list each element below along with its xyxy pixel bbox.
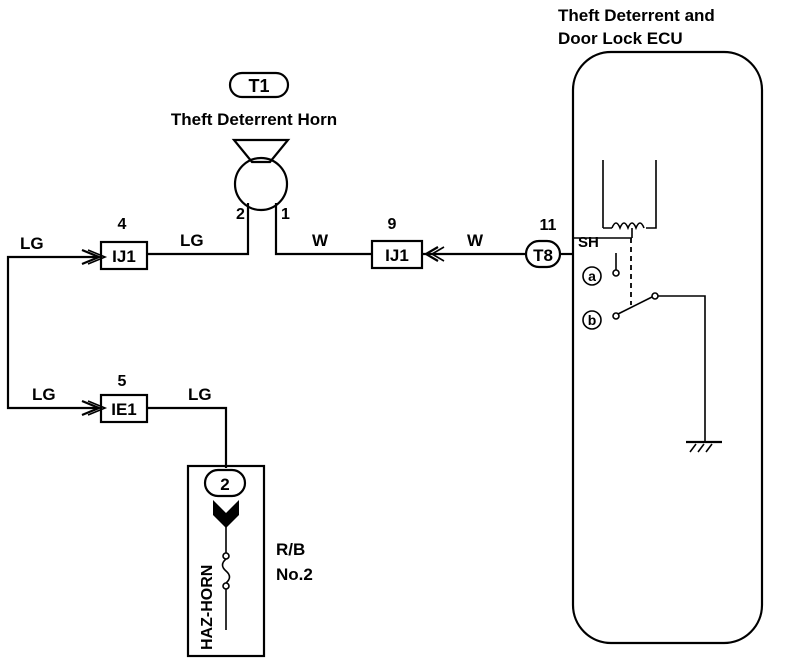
- relay-connector-pin: 2: [220, 475, 229, 494]
- wire-label-w-right: W: [467, 231, 484, 250]
- relay-connector-badge: [203, 468, 247, 498]
- wire-label-lg-mid-bottom: LG: [188, 385, 212, 404]
- ground-icon: [686, 440, 722, 453]
- arrow-icon-ie1: [81, 399, 108, 417]
- t8-code: T8: [533, 246, 553, 265]
- fuse-name: HAZ-HORN: [199, 565, 216, 650]
- relay-block: 2 HAZ-HORN R/B No.2: [186, 464, 313, 658]
- ij1-left-pin: 4: [118, 216, 127, 233]
- wire-label-lg-left-bottom: LG: [32, 385, 56, 404]
- ij1-left-code: IJ1: [112, 247, 136, 266]
- ij1-right-code: IJ1: [385, 246, 409, 265]
- ecu-connector-t8: 11 T8 SH: [524, 217, 599, 269]
- relay-block-label-2: No.2: [276, 565, 313, 584]
- switch-arm: [617, 296, 653, 315]
- wires: [6, 203, 574, 468]
- horn-component: T1 Theft Deterrent Horn 2 1: [171, 71, 337, 223]
- ie1-code: IE1: [111, 400, 137, 419]
- horn-label: Theft Deterrent Horn: [171, 110, 337, 129]
- terminal-icon: [213, 500, 239, 528]
- horn-connector-code: T1: [248, 76, 269, 96]
- junction-ij1-left: 4 IJ1: [99, 216, 149, 271]
- ie1-pin: 5: [118, 373, 127, 390]
- wire-label-w-left: W: [312, 231, 329, 250]
- ecu-title-line1: Theft Deterrent and: [558, 6, 715, 25]
- arrow-icon-ij1-right: [423, 246, 445, 262]
- ecu-block: Theft Deterrent and Door Lock ECU a b: [558, 6, 764, 645]
- relay-coil: [602, 160, 657, 229]
- fuse-icon: [221, 526, 231, 630]
- horn-pin-1: 1: [281, 206, 290, 223]
- relay-block-label-1: R/B: [276, 540, 305, 559]
- horn-icon: [231, 138, 291, 212]
- t8-terminal: SH: [578, 234, 599, 251]
- horn-connector-badge: [228, 71, 290, 99]
- junction-ij1-right: 9 IJ1: [370, 216, 424, 270]
- junction-ie1: 5 IE1: [99, 373, 149, 424]
- contact-b-label: b: [588, 312, 597, 328]
- wire-label-lg-left-top: LG: [20, 234, 44, 253]
- contact-b-circle: [582, 310, 602, 330]
- arrow-icon-ij1-left: [81, 248, 108, 266]
- ecu-title-line2: Door Lock ECU: [558, 29, 683, 48]
- contact-a-circle: [582, 266, 602, 286]
- horn-pin-2: 2: [236, 206, 245, 223]
- contact-a-label: a: [588, 268, 596, 284]
- t8-pin: 11: [540, 217, 557, 234]
- wire-label-lg-mid-top: LG: [180, 231, 204, 250]
- ij1-right-pin: 9: [388, 216, 397, 233]
